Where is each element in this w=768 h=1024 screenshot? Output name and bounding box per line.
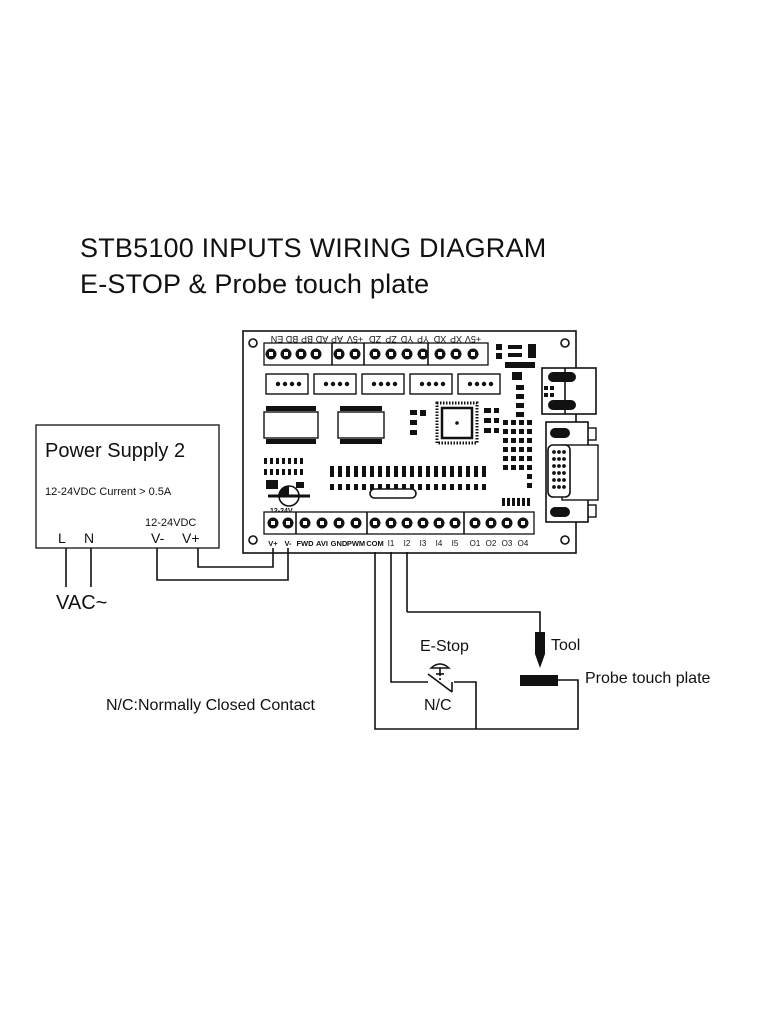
bottom-terminal-block [263,511,535,535]
terminal-n-label: N [84,530,94,546]
estop-button-icon [429,663,451,669]
estop-label: E-Stop [420,638,469,655]
stb5100-board: EN BD BP AD AP +5V ZD ZP YD YP XD XP +5V [242,330,599,554]
top-terminal-label: ZP [385,334,397,344]
probe-touch-plate [520,675,558,686]
top-terminal-label: BD [285,334,298,344]
top-terminal-label: AD [315,334,328,344]
terminal-label-fwd: FWD [296,539,314,548]
terminal-label-i5: I5 [452,539,459,548]
top-terminal-label: +5V [347,334,363,344]
top-terminal-block [263,342,489,366]
terminal-label-com: COM [366,539,384,548]
motor-connector-headers [265,373,501,395]
top-terminal-label: AP [331,334,343,344]
estop-wiring [374,552,579,730]
terminal-label-i1: I1 [388,539,395,548]
power-supply-spec: 12-24VDC Current > 0.5A [45,486,172,498]
passive-component-grid [503,420,532,488]
terminal-label-vplus: V+ [268,539,278,548]
ic-chips [263,401,499,445]
top-terminal-label: +5V [465,334,481,344]
tool-probe [535,632,545,668]
terminal-label-avi: AVI [316,539,328,548]
diagram-subtitle: E-STOP & Probe touch plate [80,269,430,299]
terminal-label-gnd: GND [331,539,348,548]
top-terminal-label: BP [301,334,313,344]
probe-label: Probe touch plate [585,670,711,687]
terminal-label-pwm: PWM [347,539,365,548]
top-terminal-label: ZD [369,334,381,344]
top-terminal-label: XP [450,334,462,344]
terminal-label-vminus: V- [284,539,292,548]
usb-connector [541,367,597,415]
output-voltage-label: 12-24VDC [145,517,196,529]
top-terminal-labels: EN BD BP AD AP +5V ZD ZP YD YP XD XP +5V [271,334,481,344]
top-right-components [496,344,536,417]
db15-connector [545,421,599,523]
nc-note: N/C:Normally Closed Contact [106,697,316,714]
power-supply-title: Power Supply 2 [45,440,185,462]
terminal-label-o4: O4 [518,539,529,548]
terminal-label-i2: I2 [404,539,411,548]
ac-label: VAC~ [56,592,107,614]
terminal-vminus-label: V- [151,530,165,546]
nc-contact-label: N/C [424,697,452,714]
component-rows [264,458,530,506]
top-terminal-label: YP [417,334,429,344]
terminal-label-o3: O3 [502,539,513,548]
bottom-terminal-labels: V+ V- FWD AVI GND PWM COM I1 I2 I3 I4 I5… [268,539,529,548]
estop-switch [427,663,453,693]
terminal-label-o2: O2 [486,539,497,548]
terminal-l-label: L [58,530,66,546]
top-terminal-label: EN [271,334,284,344]
board-marking [369,488,417,499]
terminal-vplus-label: V+ [182,530,200,546]
ac-input-wires [65,548,92,587]
tool-label: Tool [551,637,580,654]
terminal-label-o1: O1 [470,539,481,548]
power-supply-box: Power Supply 2 12-24VDC Current > 0.5A 1… [35,424,220,549]
dc-supply-wires [156,548,289,581]
top-terminal-label: YD [400,334,413,344]
top-terminal-label: XD [433,334,446,344]
diagram-title: STB5100 INPUTS WIRING DIAGRAM [80,233,547,263]
terminal-label-i4: I4 [436,539,443,548]
terminal-label-i3: I3 [420,539,427,548]
